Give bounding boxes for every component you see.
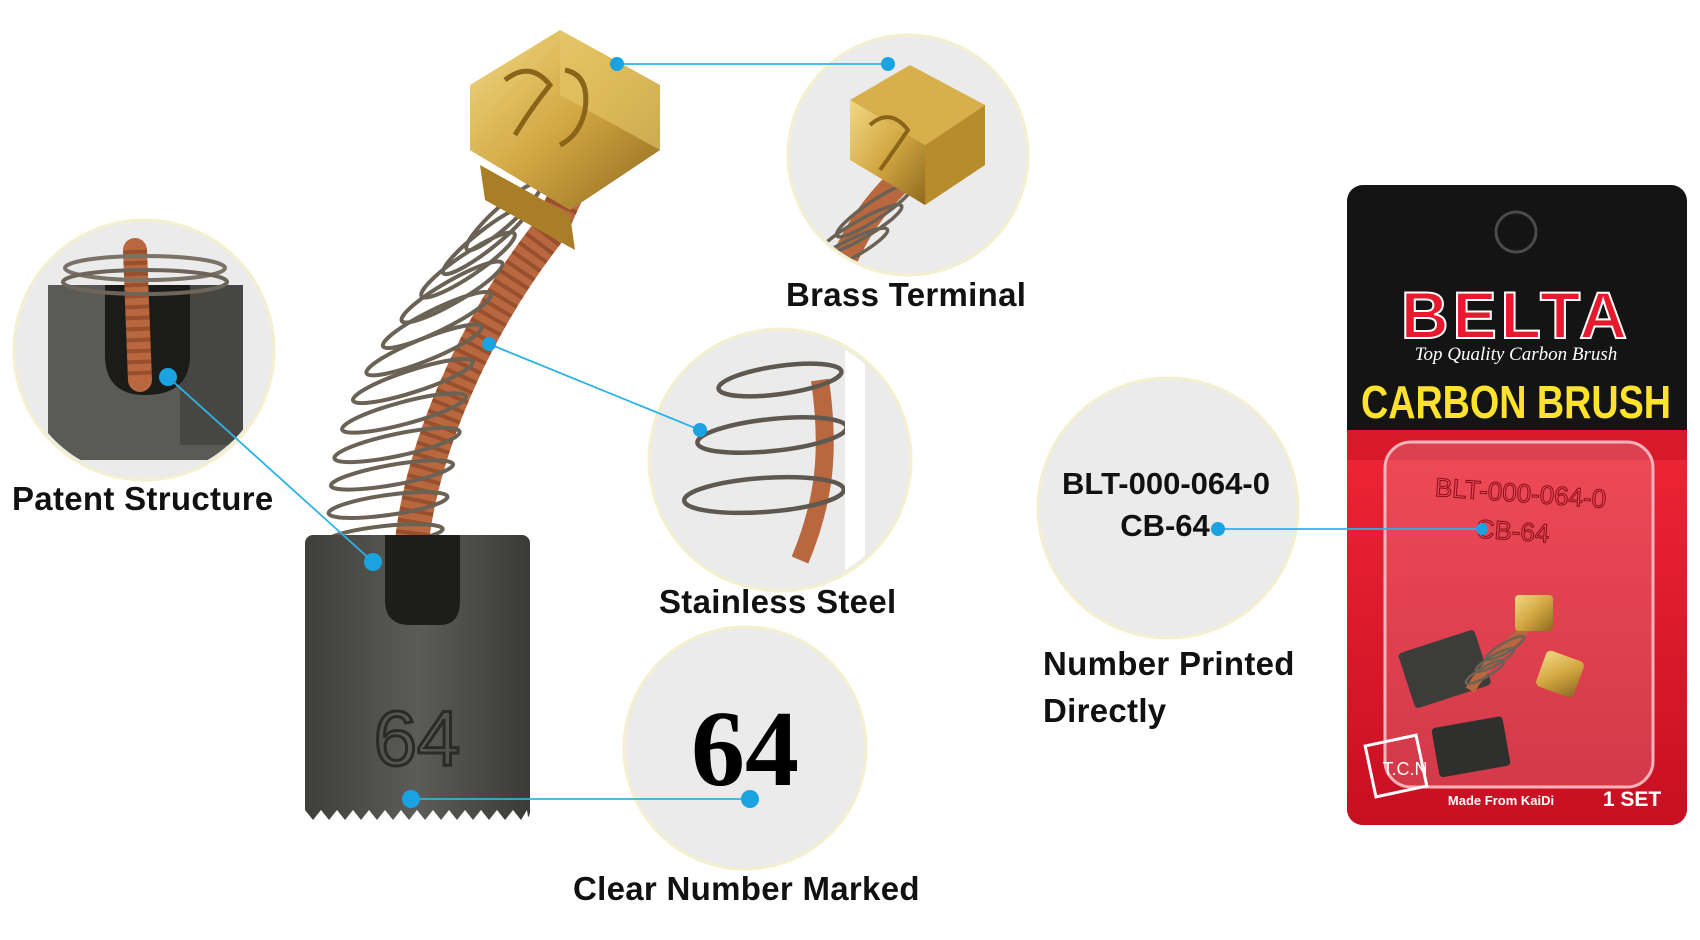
brass-terminal-zoom	[786, 33, 1030, 277]
stainless-steel-zoom	[647, 327, 913, 593]
blister-package: BELTA Top Quality Carbon Brush CARBON BR…	[1347, 185, 1687, 825]
callout-dots	[159, 57, 1488, 808]
clear-number-zoom: 64	[622, 625, 868, 871]
label-stainless-steel: Stainless Steel	[659, 583, 897, 620]
package-product: CARBON BRUSH	[1361, 376, 1671, 428]
label-number-printed-1: Number Printed	[1043, 645, 1295, 682]
code-line-1: BLT-000-064-0	[1062, 466, 1270, 501]
brass-terminal	[470, 30, 660, 250]
certification-badge	[1363, 733, 1429, 799]
callout-lines	[167, 63, 1482, 800]
code-line-2: CB-64	[1120, 508, 1210, 543]
number-printed-zoom: BLT-000-064-0 CB-64	[1036, 376, 1300, 640]
patent-structure-zoom	[12, 218, 276, 482]
label-clear-number: Clear Number Marked	[573, 870, 920, 907]
label-brass-terminal: Brass Terminal	[786, 276, 1027, 313]
package-brushes	[1398, 595, 1584, 778]
badge-text: T.C.N	[1383, 759, 1428, 779]
hang-hole	[1494, 210, 1538, 254]
package-tagline: Top Quality Carbon Brush	[1415, 344, 1618, 365]
package-brand: BELTA	[1401, 278, 1631, 352]
carbon-block: 64	[305, 535, 530, 830]
steel-spring	[325, 179, 544, 548]
label-number-printed-2: Directly	[1043, 692, 1167, 729]
carbon-brush: 64	[305, 30, 660, 830]
zoom-number: 64	[691, 690, 799, 809]
label-patent-structure: Patent Structure	[12, 480, 274, 517]
brush-number-marking: 64	[374, 694, 461, 782]
package-set-count: 1 SET	[1603, 788, 1662, 811]
package-made-from: Made From KaiDi	[1448, 793, 1554, 808]
